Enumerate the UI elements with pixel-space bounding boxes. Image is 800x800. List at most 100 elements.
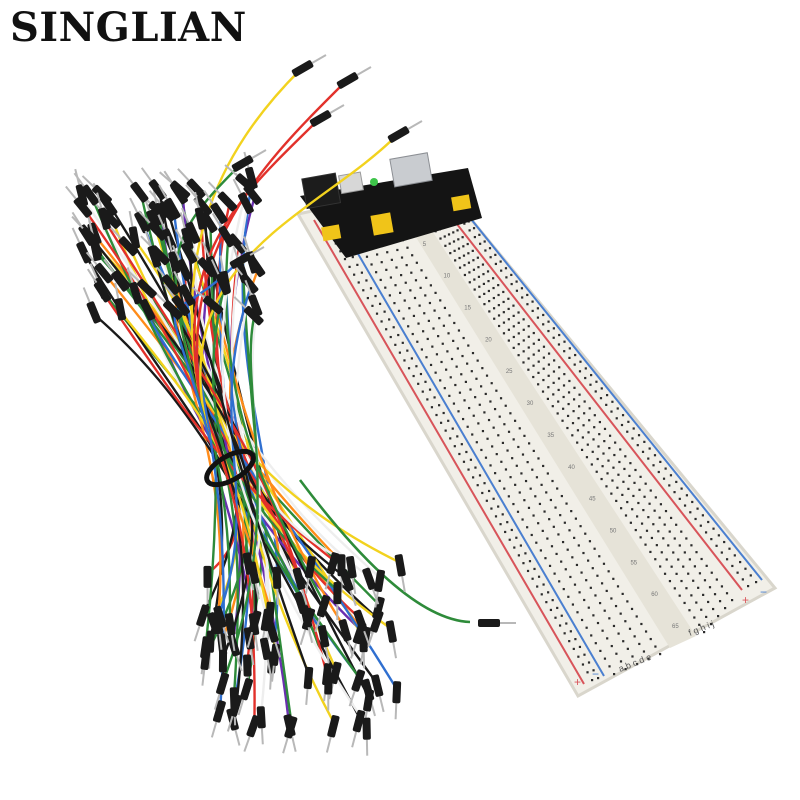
breadboard-hole (513, 419, 517, 422)
breadboard-hole (474, 466, 477, 469)
breadboard-hole (374, 294, 377, 298)
breadboard-hole (703, 631, 706, 634)
breadboard-hole (565, 622, 568, 625)
breadboard-hole (632, 427, 635, 430)
breadboard-hole (610, 492, 613, 495)
breadboard-hole (439, 237, 442, 240)
breadboard-hole (598, 555, 601, 558)
breadboard-hole (542, 464, 545, 468)
breadboard-hole (493, 317, 496, 320)
breadboard-hole (467, 344, 470, 347)
jumper-wire-pins (65, 54, 516, 756)
breadboard-hole (469, 458, 473, 461)
jumper-wire (298, 479, 471, 624)
breadboard-hole (557, 533, 560, 536)
breadboard-hole (678, 497, 681, 500)
breadboard-hole (655, 544, 658, 547)
breadboard-hole (586, 443, 589, 446)
breadboard-hole (563, 521, 566, 524)
breadboard-hole (571, 434, 574, 437)
breadboard-hole (587, 606, 590, 609)
breadboard-hole (542, 345, 546, 348)
breadboard-hole (608, 434, 612, 437)
breadboard-hole (417, 382, 420, 385)
breadboard-hole (450, 357, 454, 361)
breadboard-hole (617, 632, 620, 635)
breadboard-hole (619, 448, 622, 451)
breadboard-hole (410, 271, 413, 274)
breadboard-hole (452, 339, 455, 342)
breadboard-hole (680, 579, 683, 583)
jumper-pin (82, 287, 102, 324)
breadboard-hole (472, 414, 475, 417)
breadboard-hole (677, 558, 680, 561)
breadboard-hole (673, 491, 676, 494)
breadboard-hole (488, 247, 492, 250)
breadboard-hole (626, 600, 629, 603)
breadboard-hole (553, 359, 556, 362)
breadboard-hole (615, 417, 618, 420)
breadboard-hole (507, 339, 510, 342)
breadboard-hole (468, 406, 471, 410)
breadboard-hole (585, 456, 589, 459)
breadboard-hole (419, 372, 423, 376)
breadboard-hole (596, 574, 599, 577)
jumper-pin (353, 609, 371, 647)
breadboard-hole (576, 429, 580, 432)
breadboard-hole (456, 229, 459, 232)
breadboard-hole (678, 544, 681, 547)
breadboard-hole (521, 453, 525, 456)
breadboard-hole (530, 533, 533, 537)
breadboard-hole (408, 307, 411, 310)
jumper-pin (237, 677, 254, 716)
breadboard-hole (463, 273, 467, 277)
breadboard-hole (415, 365, 418, 368)
jumper-pin (224, 613, 236, 652)
breadboard-hole (630, 607, 634, 611)
breadboard-hole (611, 479, 614, 482)
breadboard-hole (559, 514, 562, 517)
breadboard-hole (415, 261, 418, 264)
breadboard-hole (654, 558, 657, 561)
breadboard-hole (512, 502, 515, 506)
breadboard-hole (544, 557, 547, 560)
breadboard-hole (501, 441, 505, 445)
jumper-pin (129, 197, 150, 234)
breadboard-hole (649, 637, 652, 641)
breadboard-hole (449, 437, 452, 440)
breadboard-hole (598, 420, 601, 424)
breadboard-hole (673, 537, 676, 540)
breadboard-hole (637, 501, 640, 505)
breadboard-hole (685, 587, 688, 590)
breadboard-hole (584, 376, 587, 380)
breadboard-hole (624, 668, 627, 671)
breadboard-hole (607, 570, 610, 573)
breadboard-hole (488, 310, 491, 313)
breadboard-hole (586, 671, 589, 674)
jumper-pin (167, 235, 181, 274)
breadboard-hole (591, 679, 594, 682)
breadboard-hole (484, 249, 487, 252)
breadboard-hole (628, 474, 631, 478)
jumper-pin (71, 227, 92, 264)
breadboard-hole (423, 312, 426, 315)
jumper-pin (114, 282, 127, 321)
breadboard-hole (389, 276, 393, 279)
breadboard-hole (636, 663, 639, 666)
breadboard-hole (418, 304, 421, 307)
breadboard-hole (695, 601, 698, 604)
usb-port (389, 152, 433, 188)
breadboard-hole (538, 502, 542, 506)
jumper-pin (265, 620, 281, 658)
breadboard-hole (490, 507, 493, 510)
jumper-pin (144, 230, 162, 268)
breadboard-hole (484, 392, 487, 396)
breadboard-hole (421, 390, 424, 393)
breadboard-hole (626, 500, 629, 504)
breadboard-hole (472, 268, 476, 271)
jumper-pin (213, 672, 230, 710)
breadboard-hole (725, 558, 729, 561)
jumper-wire (222, 307, 259, 682)
breadboard-hole (516, 510, 520, 513)
breadboard-hole (624, 455, 627, 458)
